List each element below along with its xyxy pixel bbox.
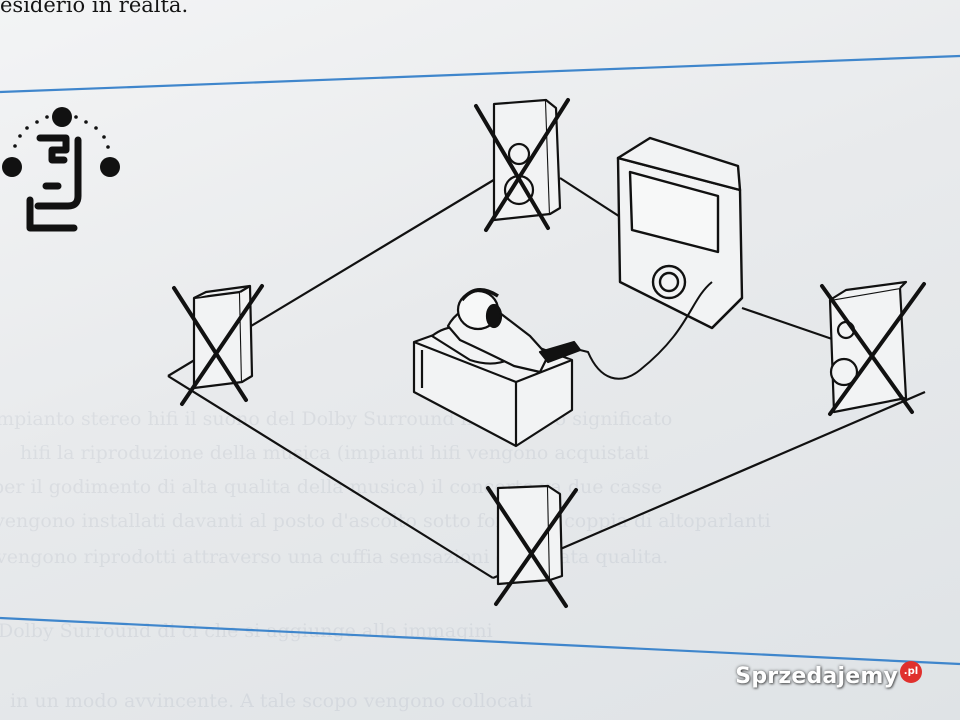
crossed-out-marks <box>172 98 926 608</box>
bleed-through-line: vengono installati davanti al posto d'as… <box>0 510 771 532</box>
tv-set <box>616 136 744 330</box>
ruled-line-top <box>0 54 960 94</box>
sprzedajemy-watermark: Sprzedajemy .pl <box>735 660 922 689</box>
speaker-rear-left <box>192 284 254 390</box>
bleed-through-line: per il godimento di alta qualita della m… <box>0 476 663 498</box>
bleed-through-line: in un modo avvincente. A tale scopo veng… <box>10 690 533 712</box>
audio-cable <box>571 281 713 380</box>
listener-in-armchair <box>412 288 582 448</box>
page-top-text: esiderio in realta. <box>0 0 189 17</box>
ruled-line-bottom <box>0 616 960 666</box>
speaker-front-left <box>492 98 562 222</box>
head-logo-icon <box>2 107 120 232</box>
speaker-center <box>496 484 564 586</box>
watermark-name: Sprzedajemy <box>735 664 898 689</box>
bleed-through-line: hifi la riproduzione della musica (impia… <box>20 442 650 464</box>
watermark-badge: .pl <box>900 660 922 683</box>
